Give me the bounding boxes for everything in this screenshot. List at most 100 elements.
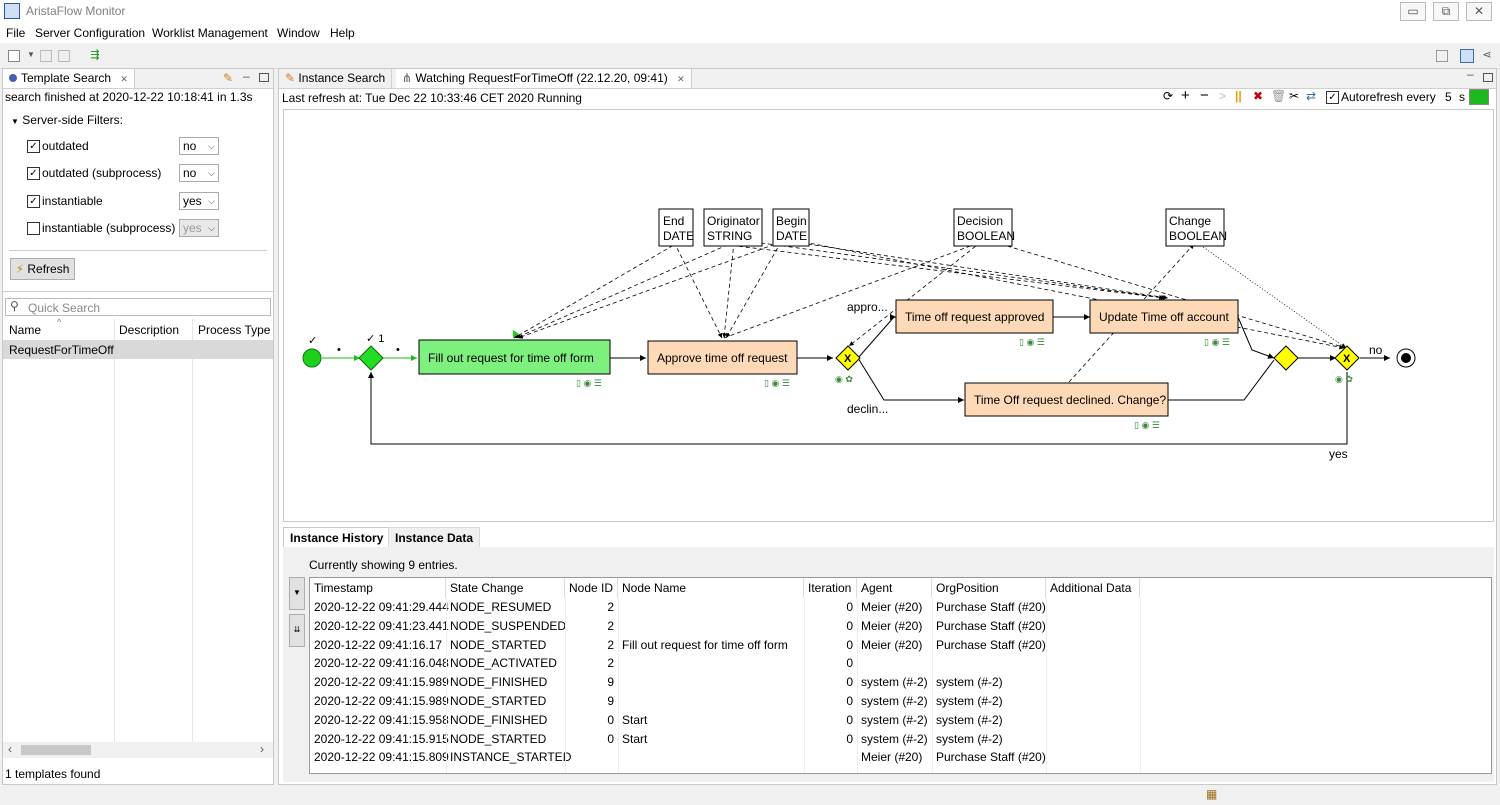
cell-iteration: 0	[846, 618, 853, 633]
menu-help[interactable]: Help	[330, 26, 355, 40]
tab-instance-history[interactable]: Instance History	[283, 527, 391, 548]
outdated-subprocess-select[interactable]: no⌵	[179, 164, 219, 182]
menu-server-configuration[interactable]: Server Configuration	[35, 26, 146, 40]
scroll-left-icon[interactable]: ‹	[8, 742, 12, 756]
last-refresh-status: Last refresh at: Tue Dec 22 10:33:46 CET…	[282, 91, 582, 105]
node-update-account[interactable]	[1089, 299, 1239, 334]
restore-button[interactable]: ⧉	[1433, 2, 1459, 21]
minimize-view-icon[interactable]: –	[243, 69, 250, 83]
monitor-perspective-icon[interactable]	[1460, 49, 1474, 63]
column-header-description[interactable]: Description	[119, 323, 180, 337]
expand-all-button[interactable]: ⇊	[289, 614, 305, 647]
process-graph-canvas[interactable]: X X Fill out request for time off form A…	[283, 109, 1494, 522]
data-element-change[interactable]	[1165, 208, 1225, 247]
outdated-subprocess-checkbox[interactable]: ✓	[27, 167, 40, 180]
close-button[interactable]: ✕	[1466, 2, 1492, 21]
cell-node-name	[618, 692, 808, 711]
zoom-out-icon[interactable]: −	[1200, 87, 1209, 104]
xor-join-gateway[interactable]	[1273, 345, 1299, 371]
outdated-select[interactable]: no⌵	[179, 137, 219, 155]
column-header-orgposition[interactable]: OrgPosition	[932, 578, 1046, 598]
refresh-button[interactable]: ⚡ Refresh	[10, 258, 75, 280]
quick-search-field[interactable]: ⚲ Quick Search	[5, 298, 271, 316]
perspective-icon[interactable]	[1436, 50, 1448, 62]
horizontal-scrollbar[interactable]: ‹ ›	[3, 742, 273, 758]
monitor-icon[interactable]: ⇶	[90, 49, 100, 61]
tab-watching-instance[interactable]: ⋔ Watching RequestForTimeOff (22.12.20, …	[396, 69, 692, 88]
suspend-icon[interactable]: ||	[1235, 89, 1242, 103]
start-node[interactable]	[302, 348, 322, 368]
resume-icon[interactable]: >	[1219, 89, 1227, 103]
column-header-iteration[interactable]: Iteration	[804, 578, 857, 598]
xor-split-gateway[interactable]	[835, 345, 861, 371]
tab-instance-data[interactable]: Instance Data	[388, 527, 481, 549]
scrollbar-thumb[interactable]	[21, 745, 91, 755]
pin-icon[interactable]: ✎	[223, 71, 234, 85]
tab-template-search[interactable]: Template Search ✕	[3, 69, 135, 88]
reload-icon[interactable]: ⟳	[1163, 89, 1174, 103]
abort-icon[interactable]: ✖	[1253, 89, 1264, 103]
node-declined-change[interactable]	[964, 382, 1169, 417]
menu-window[interactable]: Window	[277, 26, 320, 40]
menu-file[interactable]: File	[6, 26, 26, 40]
instantiable-select[interactable]: yes⌵	[179, 192, 219, 210]
instantiable-checkbox[interactable]: ✓	[27, 195, 40, 208]
adapt-icon[interactable]: ⇄	[1306, 89, 1317, 103]
cell-orgposition: Purchase Staff (#20)	[936, 618, 1046, 633]
autorefresh-checkbox[interactable]: ✓	[1326, 91, 1339, 104]
column-header-agent[interactable]: Agent	[857, 578, 932, 598]
zoom-in-icon[interactable]: +	[1181, 87, 1190, 104]
node-approve[interactable]	[647, 340, 798, 375]
tools-icon[interactable]: ✂	[1289, 89, 1300, 103]
print-icon[interactable]	[58, 50, 70, 62]
autorefresh-interval[interactable]: 5	[1445, 90, 1452, 104]
maximize-view-icon[interactable]	[1483, 73, 1493, 82]
node-fill-form[interactable]	[418, 339, 611, 375]
minimize-button[interactable]: ▭	[1400, 2, 1426, 21]
loop-end-gateway[interactable]	[1334, 345, 1360, 371]
data-element-end[interactable]	[658, 208, 694, 247]
close-icon[interactable]: ✕	[677, 74, 685, 84]
column-header-node-name[interactable]: Node Name	[618, 578, 804, 598]
column-header-state-change[interactable]: State Change	[446, 578, 565, 598]
instantiable-subprocess-checkbox[interactable]	[27, 222, 40, 235]
cell-orgposition: system (#-2)	[936, 675, 1003, 690]
data-element-begin[interactable]	[772, 208, 810, 247]
column-header-process-type[interactable]: Process Type	[198, 323, 271, 337]
expand-button[interactable]: ▼	[289, 577, 305, 610]
filters-header[interactable]: ▼ Server-side Filters:	[11, 113, 123, 127]
maximize-view-icon[interactable]	[259, 73, 269, 82]
data-element-decision[interactable]	[953, 208, 1013, 247]
data-element-originator[interactable]	[703, 208, 763, 247]
delete-icon[interactable]: 🗑	[1271, 89, 1287, 103]
loop-start-gateway[interactable]	[358, 345, 384, 371]
column-header-node-id[interactable]: Node ID	[565, 578, 618, 598]
dropdown-icon[interactable]: ▼	[27, 50, 35, 59]
divider	[3, 291, 273, 292]
new-icon[interactable]	[8, 50, 20, 62]
share-icon[interactable]: ⋖	[1482, 49, 1492, 61]
tab-instance-search[interactable]: ✎ Instance Search	[279, 69, 393, 88]
column-header-additional-data[interactable]: Additional Data	[1046, 578, 1140, 598]
save-icon[interactable]	[40, 50, 52, 62]
close-icon[interactable]: ✕	[120, 74, 128, 84]
column-header-name[interactable]: Name	[9, 323, 42, 337]
column-header-timestamp[interactable]: Timestamp	[310, 578, 446, 598]
node-running-marker	[513, 330, 519, 338]
minimize-view-icon[interactable]: –	[1467, 67, 1474, 81]
table-row[interactable]: RequestForTimeOff	[3, 340, 273, 359]
cell-node-name: Fill out request for time off form	[622, 637, 788, 652]
outdated-checkbox[interactable]: ✓	[27, 140, 40, 153]
menu-worklist-management[interactable]: Worklist Management	[152, 26, 268, 40]
node-approved[interactable]	[895, 299, 1054, 334]
scroll-right-icon[interactable]: ›	[260, 742, 264, 756]
